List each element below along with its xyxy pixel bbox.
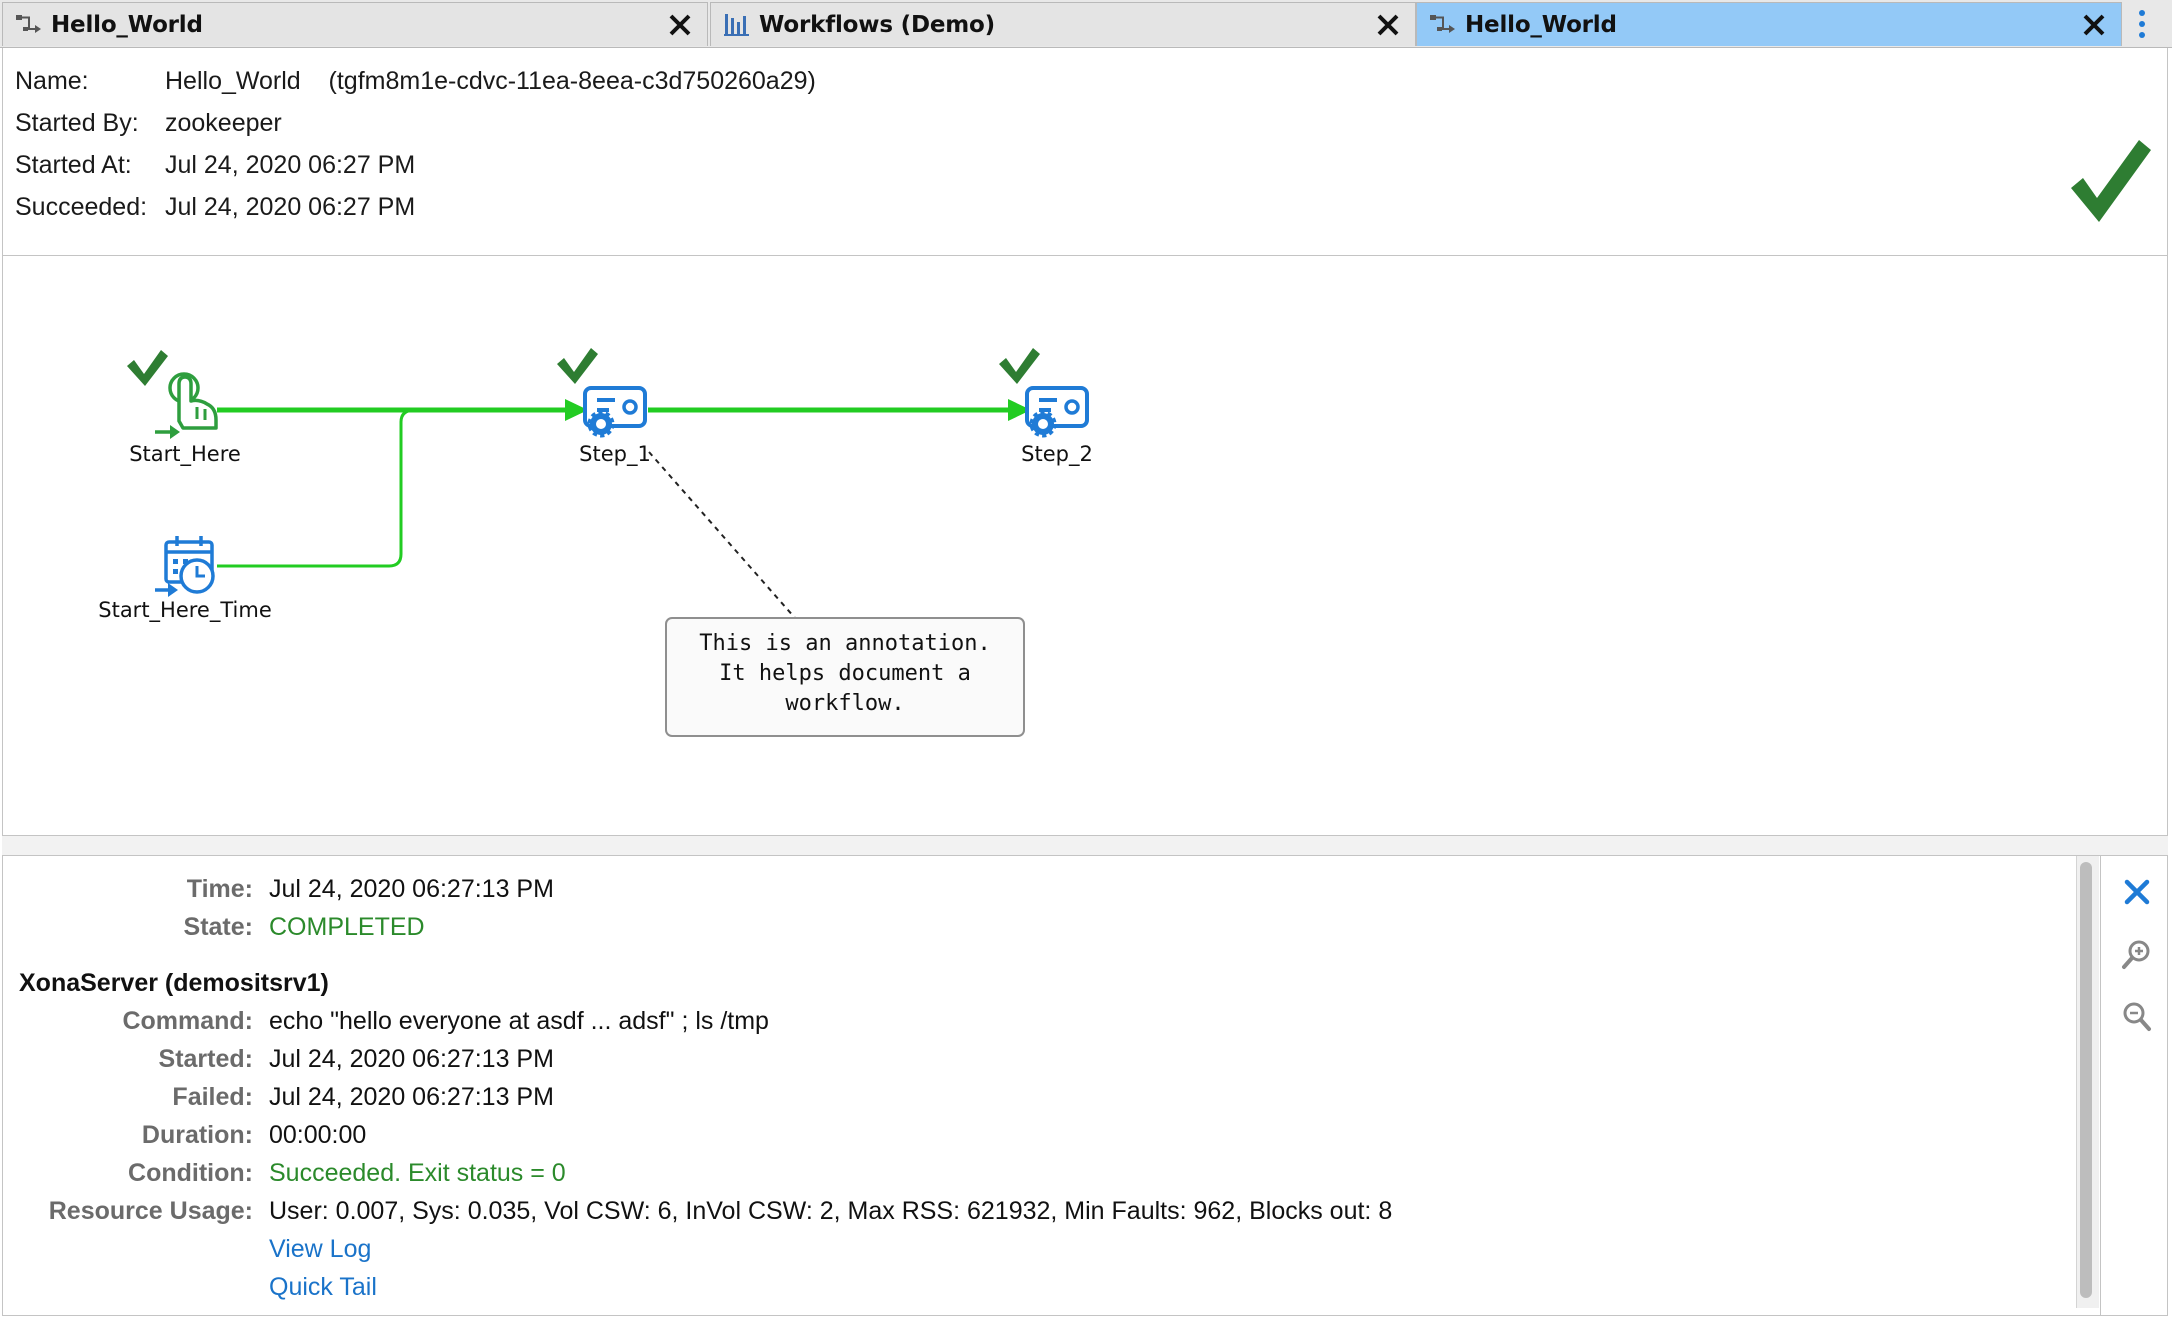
- resource-usage-label: Resource Usage:: [48, 1197, 253, 1225]
- started-by-label: Started By:: [15, 109, 139, 137]
- more-options-icon[interactable]: [2130, 6, 2154, 42]
- node-label-start-here-time[interactable]: Start_Here_Time: [98, 598, 272, 622]
- succeeded-label: Succeeded:: [15, 193, 148, 221]
- zoom-out-icon[interactable]: [2121, 1000, 2153, 1032]
- job-step-icon: [1025, 386, 1089, 438]
- node-success-check-icon: [557, 348, 598, 384]
- time-value: Jul 24, 2020 06:27:13 PM: [269, 875, 554, 903]
- panel-splitter[interactable]: [2, 836, 2168, 856]
- job-step-icon: [583, 386, 647, 438]
- started-label: Started:: [158, 1045, 253, 1073]
- info-started-at-row: Started At: Jul 24, 2020 06:27 PM: [15, 148, 915, 182]
- edge-start-to-step1[interactable]: [217, 399, 588, 421]
- command-label: Command:: [122, 1007, 253, 1035]
- side-toolbar: [2100, 856, 2168, 1316]
- succeeded-value: Jul 24, 2020 06:27 PM: [165, 193, 416, 221]
- detail-resource-row: Resource Usage: User: 0.007, Sys: 0.035,…: [3, 1194, 2073, 1228]
- started-at-value: Jul 24, 2020 06:27 PM: [165, 151, 416, 179]
- edge-step1-to-step2[interactable]: [648, 399, 1031, 421]
- node-label-step-1[interactable]: Step_1: [579, 442, 651, 466]
- zoom-in-icon[interactable]: [2121, 938, 2153, 970]
- success-check-icon: [2071, 140, 2151, 222]
- workflow-id: (tgfm8m1e-cdvc-11ea-8eea-c3d750260a29): [328, 67, 816, 95]
- annotation-note[interactable]: This is an annotation. It helps document…: [665, 617, 1025, 737]
- workflow-icon: [1430, 14, 1455, 33]
- detail-command-row: Command: echo "hello everyone at asdf ..…: [3, 1004, 2073, 1038]
- close-icon[interactable]: [2121, 876, 2153, 908]
- resource-usage-value: User: 0.007, Sys: 0.035, Vol CSW: 6, InV…: [269, 1197, 1393, 1225]
- state-label: State:: [183, 913, 253, 941]
- info-started-by-row: Started By: zookeeper: [15, 106, 915, 140]
- detail-time-row: Time: Jul 24, 2020 06:27:13 PM: [3, 872, 2073, 906]
- failed-value: Jul 24, 2020 06:27:13 PM: [269, 1083, 554, 1111]
- detail-failed-row: Failed: Jul 24, 2020 06:27:13 PM: [3, 1080, 2073, 1114]
- detail-started-row: Started: Jul 24, 2020 06:27:13 PM: [3, 1042, 2073, 1076]
- time-label: Time:: [186, 875, 253, 903]
- name-label: Name:: [15, 67, 89, 95]
- tab-workflows-demo[interactable]: Workflows (Demo): [710, 2, 1416, 46]
- detail-view-log-row: View Log: [3, 1232, 2073, 1266]
- started-value: Jul 24, 2020 06:27:13 PM: [269, 1045, 554, 1073]
- annotation-line: This is an annotation.: [699, 631, 991, 656]
- name-value: Hello_World (tgfm8m1e-cdvc-11ea-8eea-c3d…: [165, 64, 816, 98]
- detail-duration-row: Duration: 00:00:00: [3, 1118, 2073, 1152]
- condition-value: Succeeded. Exit status = 0: [269, 1159, 566, 1187]
- tab-label: Workflows (Demo): [759, 11, 995, 38]
- view-log-link[interactable]: View Log: [269, 1235, 372, 1263]
- detail-condition-row: Condition: Succeeded. Exit status = 0: [3, 1156, 2073, 1190]
- annotation-connector: [648, 451, 796, 619]
- info-succeeded-row: Succeeded: Jul 24, 2020 06:27 PM: [15, 190, 915, 224]
- annotation-line: workflow.: [785, 691, 905, 716]
- info-name-row: Name: Hello_World (tgfm8m1e-cdvc-11ea-8e…: [15, 64, 915, 98]
- manual-start-icon: [155, 372, 218, 439]
- started-by-value: zookeeper: [165, 109, 282, 137]
- node-step-2[interactable]: [999, 348, 1089, 438]
- node-start-here-time[interactable]: [155, 536, 215, 597]
- duration-value: 00:00:00: [269, 1121, 367, 1149]
- failed-label: Failed:: [172, 1083, 253, 1111]
- node-label-start-here[interactable]: Start_Here: [129, 442, 241, 466]
- workflow-name: Hello_World: [165, 67, 301, 95]
- scheduled-start-icon: [155, 536, 215, 597]
- details-scrollbar-thumb[interactable]: [2080, 862, 2092, 1298]
- tab-label: Hello_World: [1465, 11, 1617, 38]
- state-value: COMPLETED: [269, 913, 425, 941]
- workflow-icon: [16, 14, 41, 33]
- close-tab-icon[interactable]: [1375, 12, 1401, 38]
- node-start-here[interactable]: [127, 350, 218, 439]
- started-at-label: Started At:: [15, 151, 132, 179]
- annotation-line: It helps document a: [719, 661, 971, 686]
- step-details-panel: Time: Jul 24, 2020 06:27:13 PM State: CO…: [2, 856, 2100, 1316]
- tab-hello-world-1[interactable]: Hello_World: [2, 2, 708, 46]
- close-tab-icon[interactable]: [2081, 12, 2107, 38]
- condition-label: Condition:: [128, 1159, 253, 1187]
- quick-tail-link[interactable]: Quick Tail: [269, 1273, 377, 1301]
- command-value: echo "hello everyone at asdf ... adsf" ;…: [269, 1007, 769, 1035]
- diagram-canvas: [127, 348, 1089, 619]
- node-label-step-2[interactable]: Step_2: [1021, 442, 1093, 466]
- workflow-info-panel: Name: Hello_World (tgfm8m1e-cdvc-11ea-8e…: [2, 48, 2168, 256]
- close-tab-icon[interactable]: [667, 12, 693, 38]
- node-step-1[interactable]: [557, 348, 647, 438]
- tab-hello-world-active[interactable]: Hello_World: [1416, 2, 2122, 46]
- tab-bar: Hello_World Workflows (Demo) Hello_World: [0, 0, 2172, 48]
- server-title: XonaServer (demositsrv1): [19, 969, 329, 997]
- detail-quick-tail-row: Quick Tail: [3, 1270, 2073, 1304]
- detail-state-row: State: COMPLETED: [3, 910, 2073, 944]
- workflow-diagram: Start_Here Start_Here_Time Step_1 Step_2…: [2, 256, 2168, 836]
- workflows-list-icon: [724, 13, 749, 36]
- node-success-check-icon: [999, 348, 1040, 384]
- edge-start-time-to-step1[interactable]: [217, 408, 416, 568]
- tab-label: Hello_World: [51, 11, 203, 38]
- node-success-check-icon: [127, 350, 168, 386]
- duration-label: Duration:: [141, 1121, 253, 1149]
